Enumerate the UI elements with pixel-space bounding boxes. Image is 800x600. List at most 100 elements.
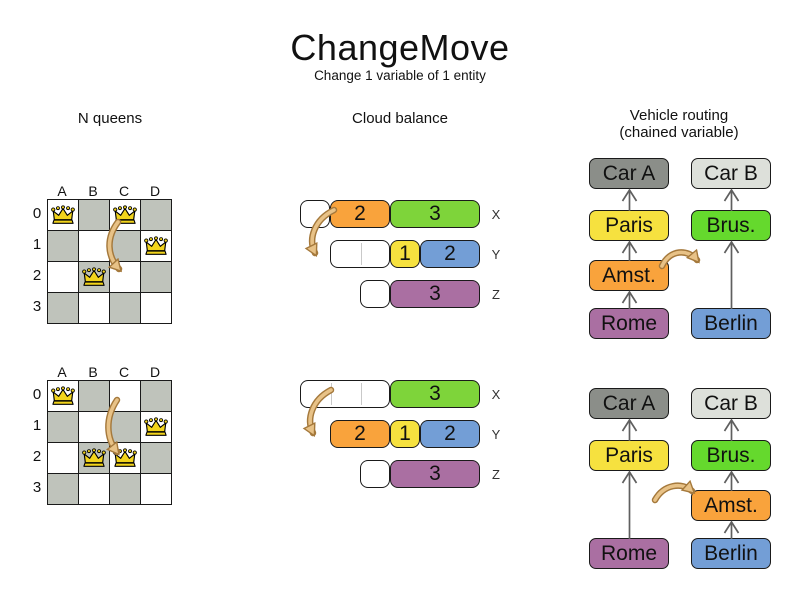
column-label: C [118, 364, 130, 380]
board-cell [141, 262, 171, 292]
cloud-bar: 3 [360, 460, 480, 488]
column-label: A [57, 183, 67, 199]
vrp-box-label: Car A [602, 161, 656, 185]
cloud-process-segment: 2 [420, 240, 480, 268]
capacity-divider [361, 243, 362, 265]
board-cell [141, 412, 171, 442]
board-cell [110, 381, 140, 411]
vrp-visit-box: Rome [589, 308, 669, 339]
row-label: 1 [32, 236, 42, 253]
board-cell [141, 474, 171, 504]
row-label: 1 [32, 417, 42, 434]
vrp-vehicle-box: Car B [691, 388, 771, 419]
vrp-visit-box: Amst. [691, 490, 771, 521]
column-label: B [88, 364, 98, 380]
capacity-divider [361, 383, 362, 405]
vrp-visit-box: Paris [589, 440, 669, 471]
chain-arrowhead-icon [723, 188, 740, 202]
segment-value: 3 [429, 462, 441, 485]
board-cell [110, 262, 140, 292]
board-cell [79, 262, 109, 292]
column-label: D [149, 183, 161, 199]
segment-value: 3 [429, 382, 441, 405]
chain-arrowhead-icon [723, 240, 740, 254]
nqueens-section-label: N queens [77, 110, 143, 127]
column-label: A [57, 364, 67, 380]
board-cell [48, 200, 78, 230]
cloud-process-segment: 1 [390, 240, 420, 268]
column-label: D [149, 364, 161, 380]
chain-arrowhead-icon [621, 470, 638, 484]
board-cell [141, 200, 171, 230]
segment-value: 1 [399, 422, 411, 445]
resource-label: X [491, 207, 501, 222]
cloud-process-segment: 1 [390, 420, 420, 448]
chain-arrowhead-icon [723, 520, 740, 534]
segment-value: 3 [429, 202, 441, 225]
cloud-process-segment: 3 [390, 460, 480, 488]
board-cell [141, 381, 171, 411]
chain-arrowhead-icon [723, 418, 740, 432]
board-cell [48, 381, 78, 411]
vrp-box-label: Paris [605, 443, 653, 467]
vrp-box-label: Amst. [704, 493, 758, 517]
resource-label: Z [492, 287, 500, 302]
cloud-free-capacity [360, 280, 390, 308]
row-label: 0 [32, 386, 42, 403]
chain-arrowhead-icon [621, 418, 638, 432]
row-label: 2 [32, 448, 42, 465]
queen-icon [144, 417, 168, 436]
resource-label: Z [492, 467, 500, 482]
chain-arrowhead-icon [723, 470, 740, 484]
board-cell [48, 262, 78, 292]
vrp-box-label: Rome [600, 311, 658, 335]
board-cell [79, 293, 109, 323]
board-cell [79, 381, 109, 411]
cloud-bar: 3 [360, 280, 480, 308]
queen-icon [82, 267, 106, 286]
chain-arrowhead-icon [621, 290, 638, 304]
board-cell [141, 443, 171, 473]
segment-value: 2 [354, 422, 366, 445]
vrp-visit-box: Rome [589, 538, 669, 569]
queen-icon [113, 448, 137, 467]
cloud-process-segment: 3 [390, 380, 480, 408]
vrp-visit-box: Amst. [589, 260, 669, 291]
chain-arrowhead-icon [621, 240, 638, 254]
board-cell [48, 474, 78, 504]
board-cell [110, 412, 140, 442]
board-grid [47, 380, 172, 505]
vrp-visit-box: Berlin [691, 538, 771, 569]
segment-value: 1 [399, 242, 411, 265]
cloud-free-capacity [300, 200, 330, 228]
page-subtitle: Change 1 variable of 1 entity [314, 68, 486, 83]
vrp-vehicle-box: Car B [691, 158, 771, 189]
move-arrow-vrp-after [653, 486, 692, 502]
board-cell [141, 231, 171, 261]
board-cell [79, 412, 109, 442]
segment-value: 2 [354, 202, 366, 225]
cloud-process-segment: 3 [390, 280, 480, 308]
cloud-process-segment: 2 [420, 420, 480, 448]
column-label: C [118, 183, 130, 199]
board-cell [110, 474, 140, 504]
vrp-box-label: Brus. [706, 443, 756, 467]
resource-label: X [491, 387, 501, 402]
vrp-box-label: Car B [704, 391, 758, 415]
board-cell [48, 231, 78, 261]
row-label: 3 [32, 298, 42, 315]
cloud-section-label: Cloud balance [352, 110, 448, 127]
cloud-process-segment: 2 [330, 200, 390, 228]
queen-icon [51, 386, 75, 405]
vrp-visit-box: Berlin [691, 308, 771, 339]
segment-value: 2 [444, 242, 456, 265]
board-cell [79, 474, 109, 504]
resource-label: Y [491, 427, 501, 442]
board-cell [110, 443, 140, 473]
capacity-divider [331, 383, 332, 405]
